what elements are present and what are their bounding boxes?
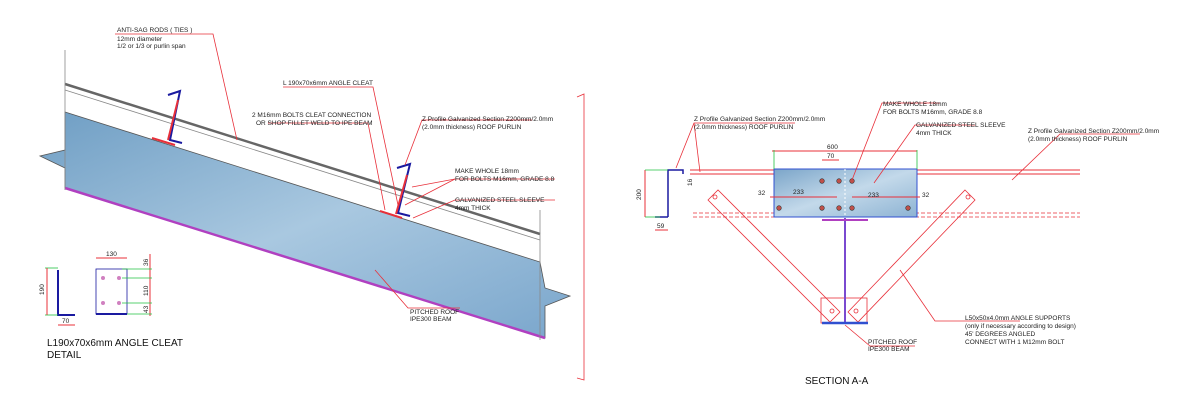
leader-angle-cleat [283,86,399,206]
purlin-2 [379,162,412,219]
bolts [776,178,911,211]
beam-line1: PITCHED ROOF [410,309,459,316]
sleeve-line2: 4mm THICK [455,205,491,212]
dim-sleeve-width: 600 [827,144,838,151]
dim-edge-left: 32 [758,190,766,197]
hole-line1: MAKE WHOLE 18mm [883,101,947,108]
dim-edge-right: 32 [922,192,930,199]
bolts-line1: 2 M16mm BOLTS CLEAT CONNECTION [252,112,371,119]
dim-z-flange: 59 [657,223,665,230]
dim-plate-width: 130 [106,251,117,258]
section-marker [576,93,585,381]
supports-line3: 45' DEGREES ANGLED [965,331,1036,338]
dim-span-right: 233 [868,192,879,199]
cleat-title-line1: L190x70x6mm ANGLE CLEAT [47,338,183,349]
supports-line4: CONNECT WITH 1 M12mm BOLT [965,339,1064,346]
leader-purlin [404,119,532,166]
leader-sleeve [412,199,555,219]
beam-bottom-flange [64,186,546,340]
z-profile [667,169,684,217]
cleat-profile [57,270,75,316]
leader-anti-sag [115,33,238,141]
leader-beam [844,324,915,347]
hole-line1: MAKE WHOLE 18mm [455,168,519,175]
purlin-1 [151,89,183,146]
sleeve-line1: GALVANIZED STEEL SLEEVE [916,122,1006,129]
leader-hole-2 [404,178,456,206]
supports-line2: (only if necessary according to design) [965,323,1076,330]
dim-width: 70 [62,318,70,325]
anti-sag-line2: 1/2 or 1/3 or purlin span [117,43,186,50]
dim-mid: 110 [143,285,150,296]
dim-height: 190 [39,284,46,295]
dim-bottom: 43 [143,305,150,313]
section-beam-line2: IPE300 BEAM [868,346,910,353]
cleat-plate [95,268,128,315]
purlin-right-line1: Z Profile Galvanized Section Z200mm/2.0m… [1028,128,1159,135]
leader-supports [899,269,1020,322]
purlin-right-line2: (2.0mm thickness) ROOF PURLIN [1028,136,1128,143]
dim-lip: 16 [687,178,694,186]
cleat-title-line2: DETAIL [47,350,82,361]
hole-line2: FOR BOLTS M16mm, GRADE 8.8 [883,109,983,116]
leader-purlin-right [1011,133,1140,181]
angle-cleat-label: L 190x70x6mm ANGLE CLEAT [283,80,373,87]
leader-hole [851,102,940,181]
hole-line2: FOR BOLTS M16mm, GRADE 8.8 [455,176,555,183]
sleeve-line2: 4mm THICK [916,130,952,137]
section-beam-line1: PITCHED ROOF [868,339,917,346]
roof-sheet-edge [64,89,541,241]
pitched-beam-view: ANTI-SAG RODS ( TIES ) 12mm diameter 1/2… [38,27,585,381]
roof-sheet-line [64,82,541,236]
anti-sag-title: ANTI-SAG RODS ( TIES ) [117,27,192,34]
purlin-line1: Z Profile Galvanized Section Z200mm/2.0m… [422,116,553,123]
dim-gap: 70 [827,153,835,160]
section-title: SECTION A-A [805,376,869,387]
angle-cleat-detail: 190 70 130 36 110 43 L190x70x6mm ANGLE C… [39,251,183,361]
beam-line2: IPE300 BEAM [410,316,452,323]
supports-line1: L50x50x4.0mm ANGLE SUPPORTS [965,315,1071,322]
purlin-line2: (2.0mm thickness) ROOF PURLIN [422,124,522,131]
anti-sag-line1: 12mm diameter [117,36,163,43]
bolts-line2: OR SHOP FILLET WELD TO IPE BEAM [256,120,373,127]
leader-sleeve [873,124,975,184]
purlin-left-line1: Z Profile Galvanized Section Z200mm/2.0m… [694,116,825,123]
sleeve-line1: GALVANIZED STEEL SLEEVE [455,197,545,204]
leader-bolts [268,122,386,211]
section-a-a: 200 59 16 600 70 32 233 233 32 [636,101,1159,387]
leader-beam [374,269,460,309]
purlin-left-line2: (2.0mm thickness) ROOF PURLIN [694,124,794,131]
dim-top: 36 [143,258,150,266]
dim-span-left: 233 [793,189,804,196]
dim-z-height: 200 [636,189,643,200]
